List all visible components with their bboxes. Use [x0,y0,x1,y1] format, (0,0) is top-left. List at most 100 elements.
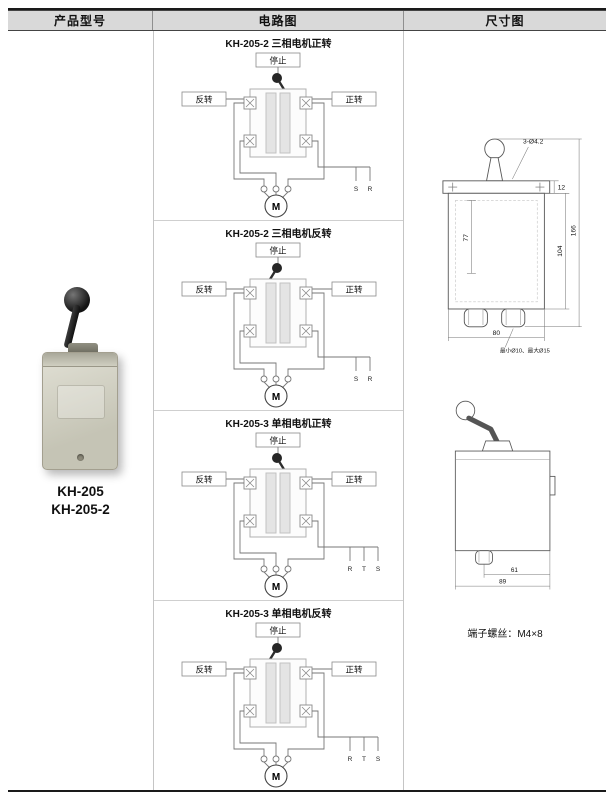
wiring [233,482,379,566]
motor: M [260,185,292,218]
stop-control: 停止 [255,242,301,283]
stop-control: 停止 [255,432,301,473]
handle-lever [63,304,81,349]
dim-61-label: 61 [511,567,519,574]
header-product-model: 产品型号 [8,11,153,30]
svg-text:R: R [348,566,353,573]
motor-label: M [272,392,280,403]
product-photo [30,287,130,477]
svg-text:R: R [348,756,353,763]
stop-label: 停止 [269,626,287,636]
front-view-dimensions: 3-Ø4.2 12 77 104 [447,138,582,355]
motor: M [260,565,292,598]
stop-control: 停止 [255,52,301,93]
reverse-label: 反转 [195,475,213,485]
switch-body [243,658,313,728]
stop-label: 停止 [269,246,287,256]
dimension-column: 3-Ø4.2 12 77 104 [404,31,606,790]
svg-text:S: S [376,756,381,763]
stop-control: 停止 [255,622,301,663]
circuit-column: KH-205-2 三相电机正转 停止 反转 正转 [153,31,404,790]
terminal-labels: R T S [348,756,381,763]
cable-gland-left [463,308,488,328]
svg-text:S: S [354,186,359,193]
circuit-diagram-svg: 停止 反转 正转 [181,242,377,408]
switch-body [243,278,313,348]
lever-ball-icon [272,73,282,83]
switch-housing [42,352,118,470]
dim-89-label: 89 [499,579,507,586]
svg-text:R: R [368,376,373,383]
direction-rail: 反转 正转 [181,471,377,487]
forward-label: 正转 [345,285,363,295]
gland-note-label: 最小Ø10、最大Ø15 [500,347,550,355]
header-circuit-diagram: 电路图 [153,11,404,30]
wiring [233,672,379,756]
circuit-section-1: KH-205-2 三相电机正转 停止 反转 正转 [154,31,403,221]
circuit-diagram-svg: 停止 反转 正转 [181,52,377,218]
handle-pivot-base [481,440,514,452]
dim-166-label: 166 [571,225,578,236]
model-line-2: KH-205-2 [51,502,110,518]
switch-body [243,88,313,158]
housing-label [57,385,105,419]
circuit-title: KH-205-2 三相电机反转 [225,229,332,240]
motor: M [260,755,292,788]
motor: M [260,375,292,408]
lever-ball-icon [272,453,282,463]
top-rule [8,8,606,10]
circuit-section-4: KH-205-3 单相电机反转 停止 反转 正转 [154,601,403,790]
terminal-labels: S R [354,376,373,383]
handle-pivot [68,343,98,354]
reverse-label: 反转 [195,95,213,105]
mounting-hole-marks [448,182,545,192]
circuit-section-2: KH-205-2 三相电机反转 停止 反转 正转 [154,221,403,411]
product-model-text: KH-205 KH-205-2 [8,483,153,519]
circuit-diagram-svg: 停止 反转 正转 [181,432,381,598]
dim-12-label: 12 [558,185,566,192]
front-view-outline [442,138,551,328]
holes-dimension-label: 3-Ø4.2 [523,138,544,145]
housing-top [43,353,117,367]
reverse-label: 反转 [195,285,213,295]
stop-label: 停止 [269,436,287,446]
svg-text:S: S [354,376,359,383]
forward-label: 正转 [345,95,363,105]
dim-77-label: 77 [463,234,470,242]
circuit-title: KH-205-2 三相电机正转 [225,39,332,50]
body-outline [447,192,545,310]
circuit-section-3: KH-205-3 单相电机正转 停止 反转 正转 [154,411,403,601]
circuit-title: KH-205-3 单相电机反转 [225,609,332,620]
lever-ball-icon [272,263,282,273]
table-header: 产品型号 电路图 尺寸图 [8,10,606,31]
product-column: KH-205 KH-205-2 [8,31,153,790]
handle-arm [466,415,501,446]
side-dimension-drawing: 61 89 [454,400,556,590]
handle-stem [485,157,504,182]
terminal-labels: R T S [348,566,381,573]
side-tab [549,475,556,496]
switch-body [243,468,313,538]
direction-rail: 反转 正转 [181,91,377,107]
motor-label: M [272,582,280,593]
reverse-label: 反转 [195,665,213,675]
bottom-rule [8,790,606,792]
motor-label: M [272,202,280,213]
side-view-outline [454,400,556,565]
cable-gland [475,550,493,565]
circuit-title: KH-205-3 单相电机正转 [225,419,332,430]
terminal-labels: S R [354,186,373,193]
svg-text:T: T [362,756,366,763]
dim-104-label: 104 [557,245,564,256]
body-inner-line [455,200,538,303]
svg-text:R: R [368,186,373,193]
handle-ball-outline [455,400,476,421]
header-dimension-diagram: 尺寸图 [485,14,525,28]
cable-gland-right [501,308,526,328]
stop-label: 停止 [269,56,287,66]
wiring [233,292,371,376]
terminal-screw-note: 端子螺丝：M4×8 [467,629,543,640]
body-outline [454,450,551,552]
wiring [233,102,371,186]
